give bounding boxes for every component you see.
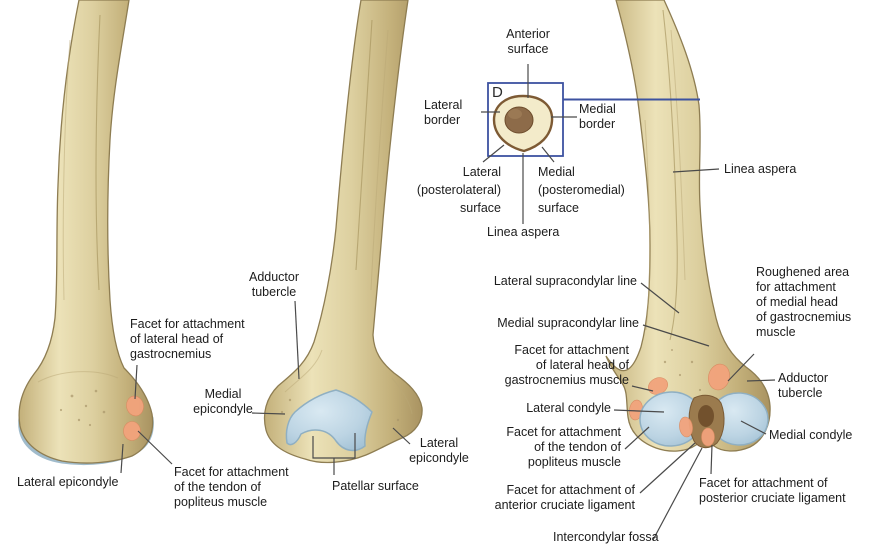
facet-popliteus-left — [123, 421, 141, 441]
label-anterior-cruciate-facet: Facet for attachment of anterior cruciat… — [494, 483, 635, 512]
label-lateral-border: Lateral border — [424, 98, 463, 127]
label-gastrocnemius-facet-right: Facet for attachment of lateral head of … — [504, 343, 629, 387]
label-linea-aspera-right: Linea aspera — [724, 162, 797, 176]
label-medial-posteromedial-surface: Medial (posteromedial) surface — [538, 165, 625, 215]
label-posterior-cruciate-facet: Facet for attachment of posterior crucia… — [699, 476, 846, 505]
label-medial-epicondyle: Medial epicondyle — [193, 387, 253, 416]
label-medial-supracondylar-line: Medial supracondylar line — [497, 316, 639, 330]
label-linea-aspera-inset: Linea aspera — [487, 225, 560, 239]
label-medial-border: Medial border — [579, 102, 616, 131]
label-lateral-epicondyle-left: Lateral epicondyle — [17, 475, 119, 489]
patellar-surface-shape — [285, 389, 373, 452]
facet-lateral-gastrocnemius-left — [126, 395, 144, 417]
right-femur-bone — [605, 0, 771, 452]
label-intercondylar-fossa: Intercondylar fossa — [553, 530, 659, 544]
label-roughened-area: Roughened area for attachment of medial … — [756, 265, 852, 339]
patellar-surface-bracket — [312, 433, 356, 475]
label-lateral-condyle: Lateral condyle — [526, 401, 611, 415]
label-popliteus-facet-right: Facet for attachment of the tendon of po… — [506, 425, 621, 469]
facet-anterior-cruciate — [679, 416, 693, 438]
label-medial-condyle: Medial condyle — [769, 428, 853, 442]
label-section-marker-d: D — [492, 84, 503, 101]
label-lateral-epicondyle-middle: Lateral epicondyle — [409, 436, 469, 465]
cross-section-inset — [487, 82, 700, 157]
label-popliteus-facet-left: Facet for attachment of the tendon of po… — [174, 465, 289, 509]
label-patellar-surface: Patellar surface — [332, 479, 419, 493]
left-femur-bone — [18, 0, 154, 466]
label-adductor-tubercle-middle: Adductor tubercle — [248, 270, 300, 299]
label-lateral-posterolateral-surface: Lateral (posterolateral) surface — [416, 165, 501, 215]
label-lateral-supracondylar-line: Lateral supracondylar line — [493, 274, 637, 288]
middle-femur-bone — [263, 0, 423, 464]
cross-section-box — [487, 82, 564, 157]
label-anterior-surface: Anterior surface — [506, 27, 550, 56]
label-adductor-tubercle-right: Adductor tubercle — [778, 371, 829, 400]
leader-lines — [120, 64, 776, 541]
facet-posterior-cruciate — [701, 427, 715, 447]
label-gastrocnemius-facet-left: Facet for attachment of lateral head of … — [130, 317, 245, 361]
